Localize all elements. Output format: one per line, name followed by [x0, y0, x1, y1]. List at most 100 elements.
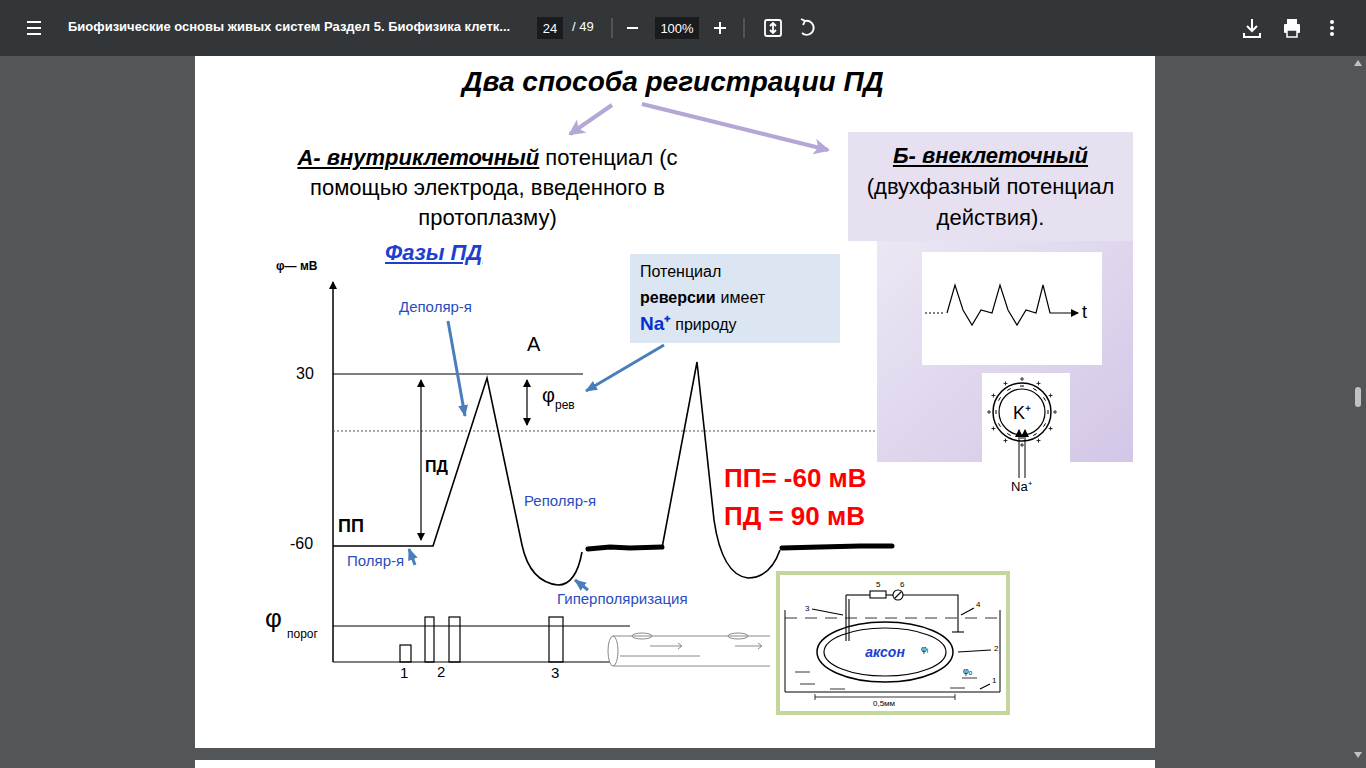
- axon-setup-part-part: [903, 595, 958, 632]
- viewer-toolbar: Биофизические основы живых систем Раздел…: [0, 0, 1366, 56]
- title-arrows-part: [570, 105, 612, 134]
- charge-mark: [1007, 388, 1010, 390]
- charge-mark: [991, 394, 995, 398]
- axon-setup-part-part: [980, 684, 990, 689]
- axon-setup-part-part: [815, 694, 816, 700]
- membrane-outer: [993, 383, 1051, 441]
- download-icon-part: [1244, 19, 1260, 37]
- slide-page: [195, 56, 1155, 748]
- axon-setup-part-part: [952, 631, 964, 632]
- page-number-box: 24: [537, 17, 563, 39]
- zoom-in-icon: [714, 22, 726, 34]
- ion-name: K⁺: [1013, 400, 1031, 424]
- value-note: ПД = 90 мВ: [724, 502, 865, 532]
- cell-figure-ground: [982, 373, 1070, 492]
- menu-icon: [27, 22, 41, 34]
- callout-number: 2: [994, 644, 998, 653]
- fit-page-icon: [765, 20, 781, 36]
- axon-setup-part-part: [955, 694, 956, 700]
- stimulus-number: 1: [400, 664, 408, 681]
- phase-label: Гиперполяризация: [557, 590, 688, 607]
- axon-setup-part: [795, 672, 977, 689]
- zoom-in-icon-part: [719, 22, 721, 34]
- phase-pointers-part: [448, 321, 465, 416]
- menu-icon-part: [27, 33, 41, 35]
- axon-setup-part-part: [962, 678, 977, 679]
- stimulus-number: 3: [551, 664, 559, 681]
- amplitude-label: ПД: [425, 458, 448, 476]
- more-icon-part: [1330, 26, 1334, 30]
- ap-graph-part: [333, 431, 877, 432]
- axis-label: φ— мВ: [276, 260, 317, 274]
- axon-setup-part: [778, 573, 1008, 713]
- note-text: природу: [675, 316, 736, 333]
- more-icon-part: [1330, 32, 1334, 36]
- charge-mark: [1020, 377, 1024, 381]
- scrollbar: [1354, 60, 1362, 758]
- charge-mark: [1004, 439, 1008, 443]
- phase-label: Деполяр-я: [399, 298, 472, 315]
- axon-setup-part-part: [958, 650, 991, 652]
- ap-graph-part: [425, 617, 434, 662]
- callout-number: 1: [992, 676, 996, 685]
- box-body: (двухфазный потенциал действия).: [852, 171, 1129, 233]
- scrollbar-part: [1355, 387, 1361, 407]
- potential-symbol: φ: [542, 384, 555, 407]
- heading-term: А- внутриклеточный: [297, 145, 539, 170]
- axis-tick: -60: [290, 535, 313, 553]
- axon-setup-part-part: [893, 590, 903, 600]
- axon-setup-part: [812, 590, 991, 700]
- page-number: 24: [543, 21, 557, 36]
- axon-label: аксон: [865, 644, 905, 660]
- biphasic-graph-ground: [922, 252, 1102, 365]
- axon-setup-part-part: [800, 684, 815, 685]
- charge-mark: [987, 410, 991, 414]
- threshold-subscript: порог: [287, 628, 318, 642]
- note-text: Потенциал: [640, 259, 830, 285]
- charge-mark: [1053, 410, 1057, 414]
- axon-setup-part-part: [950, 688, 965, 689]
- potential-symbol: φₒ: [963, 666, 972, 676]
- axon-setup-part-part: [870, 591, 886, 598]
- note-box: ПотенциалреверсииимеетNa⁺природу: [630, 254, 840, 343]
- charge-mark: [1007, 434, 1010, 436]
- sodium-influx-arrows-part: [1019, 430, 1020, 478]
- charge-mark: [1033, 388, 1036, 390]
- next-page: [195, 760, 1155, 768]
- stimulus-number: 2: [437, 663, 445, 680]
- threshold-symbol: φ: [265, 604, 282, 634]
- phase-pointers-part: [409, 549, 415, 565]
- charge-mark: [1049, 394, 1053, 398]
- cell-circle: K⁺: [992, 382, 1052, 442]
- charge-mark: [1037, 381, 1041, 385]
- ion-name: Na⁺: [1011, 480, 1032, 495]
- charge-mark: [1044, 423, 1046, 426]
- peak-label: А: [527, 333, 540, 356]
- ap-graph-part: [400, 645, 411, 662]
- phase-pointers-part: [575, 580, 588, 590]
- value-note: ПП= -60 мВ: [724, 464, 867, 494]
- potential-symbol: φᵢ: [921, 644, 928, 654]
- note-text: реверсии: [640, 289, 716, 306]
- ap-graph-part: [588, 547, 662, 549]
- charge-mark: [1020, 438, 1024, 439]
- squid-axon-sketch-part: [632, 633, 652, 639]
- extracellular-panel: [877, 237, 1133, 462]
- section-heading: Фазы ПД: [385, 240, 482, 265]
- ap-graph-part: [449, 617, 460, 662]
- squid-axon-sketch-part: [728, 633, 748, 639]
- ap-graph-part: [420, 380, 421, 540]
- charge-mark: [1044, 397, 1046, 400]
- ap-graph-part: [526, 380, 527, 425]
- extracellular-box: Б- внеклеточный(двухфазный потенциал дей…: [848, 132, 1133, 241]
- ap-graph-part: [333, 378, 582, 585]
- more-icon: [1330, 20, 1334, 36]
- fit-page-icon-part: [765, 20, 781, 36]
- axon-setup-part: [785, 618, 1000, 619]
- toolbar-separator: [612, 18, 613, 38]
- sodium-influx-arrows-part: [1025, 430, 1026, 478]
- title-arrows: [570, 104, 828, 150]
- ap-graph-part: [782, 546, 892, 548]
- ap-graph-part: [333, 661, 610, 662]
- biphasic-trace-part: [925, 312, 945, 313]
